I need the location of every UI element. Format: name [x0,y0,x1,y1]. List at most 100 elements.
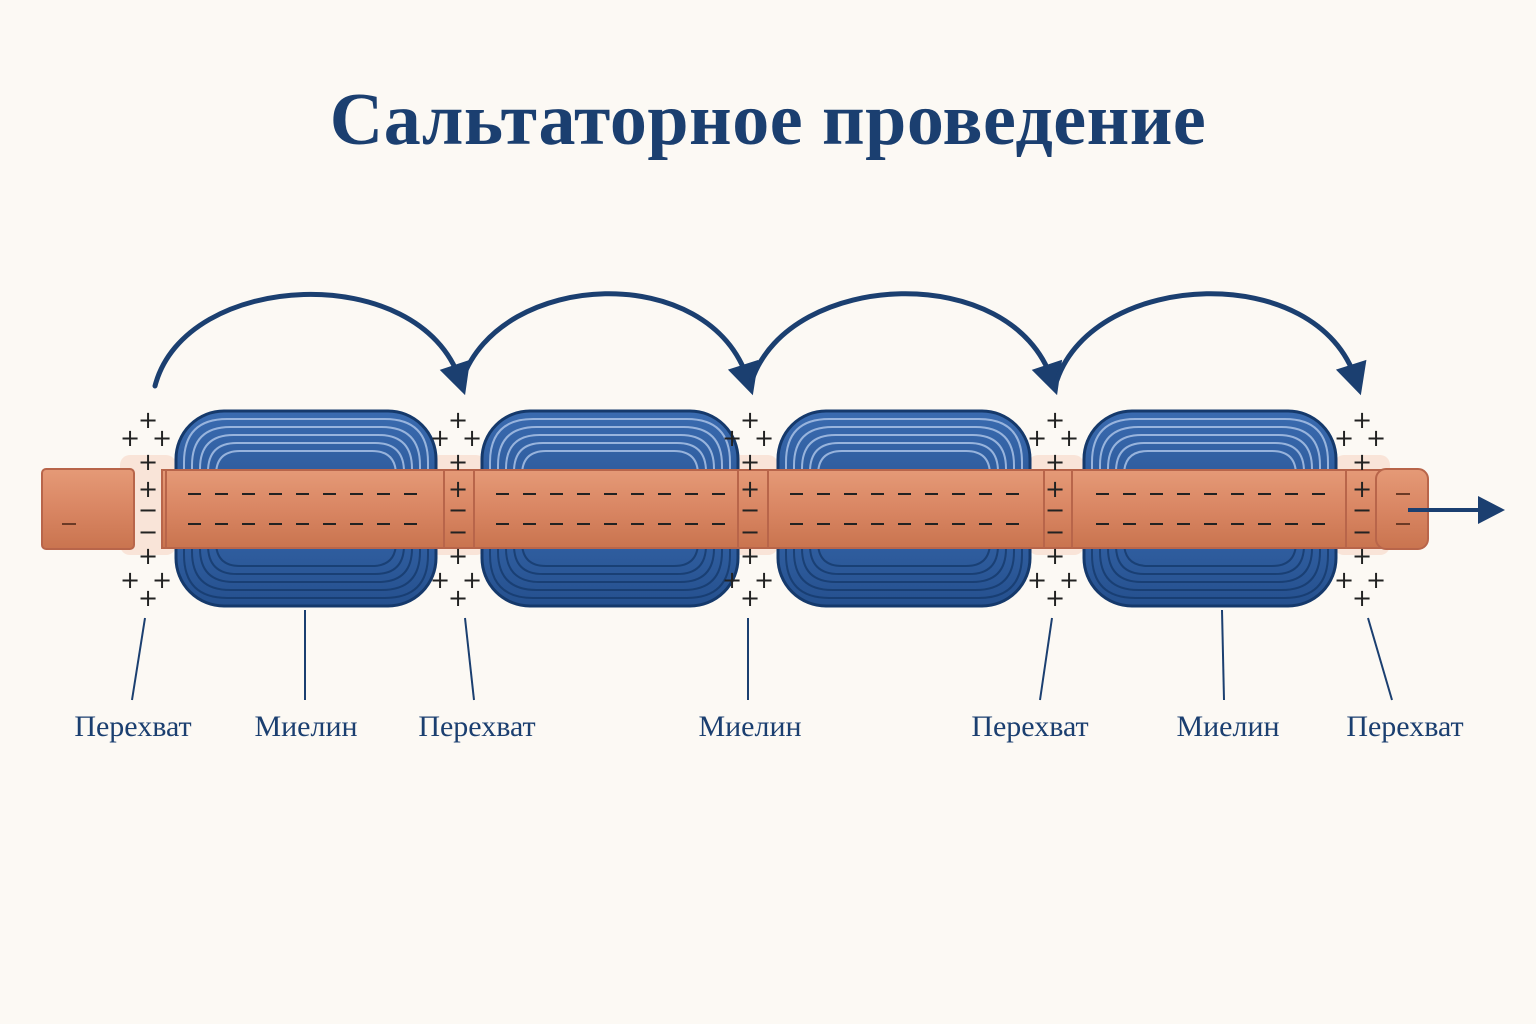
positive-charge: + [740,406,760,434]
positive-charge: + [462,424,482,452]
negative-charge: − [448,518,468,546]
myelin-lamella [785,548,1023,599]
myelin-lamella [513,545,707,575]
negative-charge: − [138,496,158,524]
label-node-4: Перехват [1346,710,1463,743]
positive-charge: + [1334,566,1354,594]
positive-charge: + [1334,424,1354,452]
positive-charge: + [1366,424,1386,452]
myelin-lamella [199,434,413,470]
positive-charge: + [152,424,172,452]
myelin-lamella [497,548,723,591]
myelin-lamella [489,418,731,470]
leader-line [1039,617,1053,701]
myelin-lamella [191,426,421,470]
positive-charge: + [138,448,158,476]
internal-charges [62,493,1410,525]
myelin-lamella [1115,442,1305,472]
positive-charge: + [740,448,760,476]
positive-charge: + [1352,406,1372,434]
axon [41,468,1429,550]
myelin-lamella [521,450,699,476]
myelin-lamella [207,545,405,575]
jump-arrow-1 [152,292,471,396]
positive-charge: + [1352,584,1372,612]
positive-charge: + [448,542,468,570]
positive-charge: + [740,475,760,503]
positive-charge: + [1059,424,1079,452]
positive-charge: + [430,566,450,594]
myelin-lamella [1123,450,1297,476]
myelin-lamella [809,442,999,472]
jump-arrow-4 [1054,291,1367,396]
myelin-lamella [489,548,731,599]
positive-charge: + [448,448,468,476]
positive-charge: + [1045,406,1065,434]
positive-charge: + [430,424,450,452]
positive-charge: + [1059,566,1079,594]
myelin-lamella [793,548,1015,591]
myelin-lamella [199,548,413,583]
myelin-lamella [505,434,715,470]
positive-charge: + [1352,542,1372,570]
positive-charge: + [448,584,468,612]
positive-charge: + [1045,448,1065,476]
positive-charge: + [1027,424,1047,452]
myelin-lamella [521,541,699,567]
myelin-lamella [1107,548,1313,583]
myelin-lamella [497,426,723,470]
positive-charge: + [1352,475,1372,503]
myelin-lamella [1091,418,1329,470]
positive-charge: + [138,475,158,503]
positive-charge: + [740,542,760,570]
myelin-lamella [1107,434,1313,470]
myelin-lamella [1115,545,1305,575]
positive-charge: + [138,406,158,434]
labels: Перехват Миелин Перехват Миелин Перехват… [74,710,1463,743]
leader-line [131,617,146,701]
negative-charge: − [138,518,158,546]
myelin-lamella [513,442,707,472]
positive-charge: + [722,424,742,452]
positive-charge: + [1352,448,1372,476]
label-node-1: Перехват [74,710,191,743]
node-charges: +++++−−+++++++++−−+++++++++−−+++++++++−−… [120,406,1386,612]
label-myelin-1: Миелин [254,710,357,743]
myelin-lamella [505,548,715,583]
direction-arrow [1408,496,1505,524]
positive-charge: + [1027,566,1047,594]
negative-charge: − [448,496,468,524]
myelin-lamella [1123,541,1297,567]
negative-charge: − [1045,496,1065,524]
leader-line [464,617,475,701]
myelin-lamella [1099,426,1321,470]
positive-charge: + [1045,542,1065,570]
negative-charge: − [740,496,760,524]
myelin-lamella [801,434,1007,470]
positive-charge: + [448,406,468,434]
myelin-lamella [215,450,397,476]
myelin-lamella [207,442,405,472]
jump-arrow-2 [459,291,759,396]
positive-charge: + [740,584,760,612]
negative-charge: − [1352,518,1372,546]
label-myelin-3: Миелин [1176,710,1279,743]
positive-charge: + [1366,566,1386,594]
myelin-lamella [817,450,991,476]
label-myelin-2: Миелин [698,710,801,743]
axon-segment-left [41,468,135,550]
positive-charge: + [120,424,140,452]
negative-charge: − [1045,518,1065,546]
positive-charge: + [138,584,158,612]
myelin-lamella [1099,548,1321,591]
negative-charge: − [740,518,760,546]
positive-charge: + [448,475,468,503]
positive-charge: + [1045,475,1065,503]
myelin-lamella [793,426,1015,470]
myelin-lamella [1091,548,1329,599]
myelin-lamella [183,418,429,470]
leader-line [1367,617,1393,701]
axon-core [161,469,1383,549]
positive-charge: + [1045,584,1065,612]
myelin-lamella [809,545,999,575]
